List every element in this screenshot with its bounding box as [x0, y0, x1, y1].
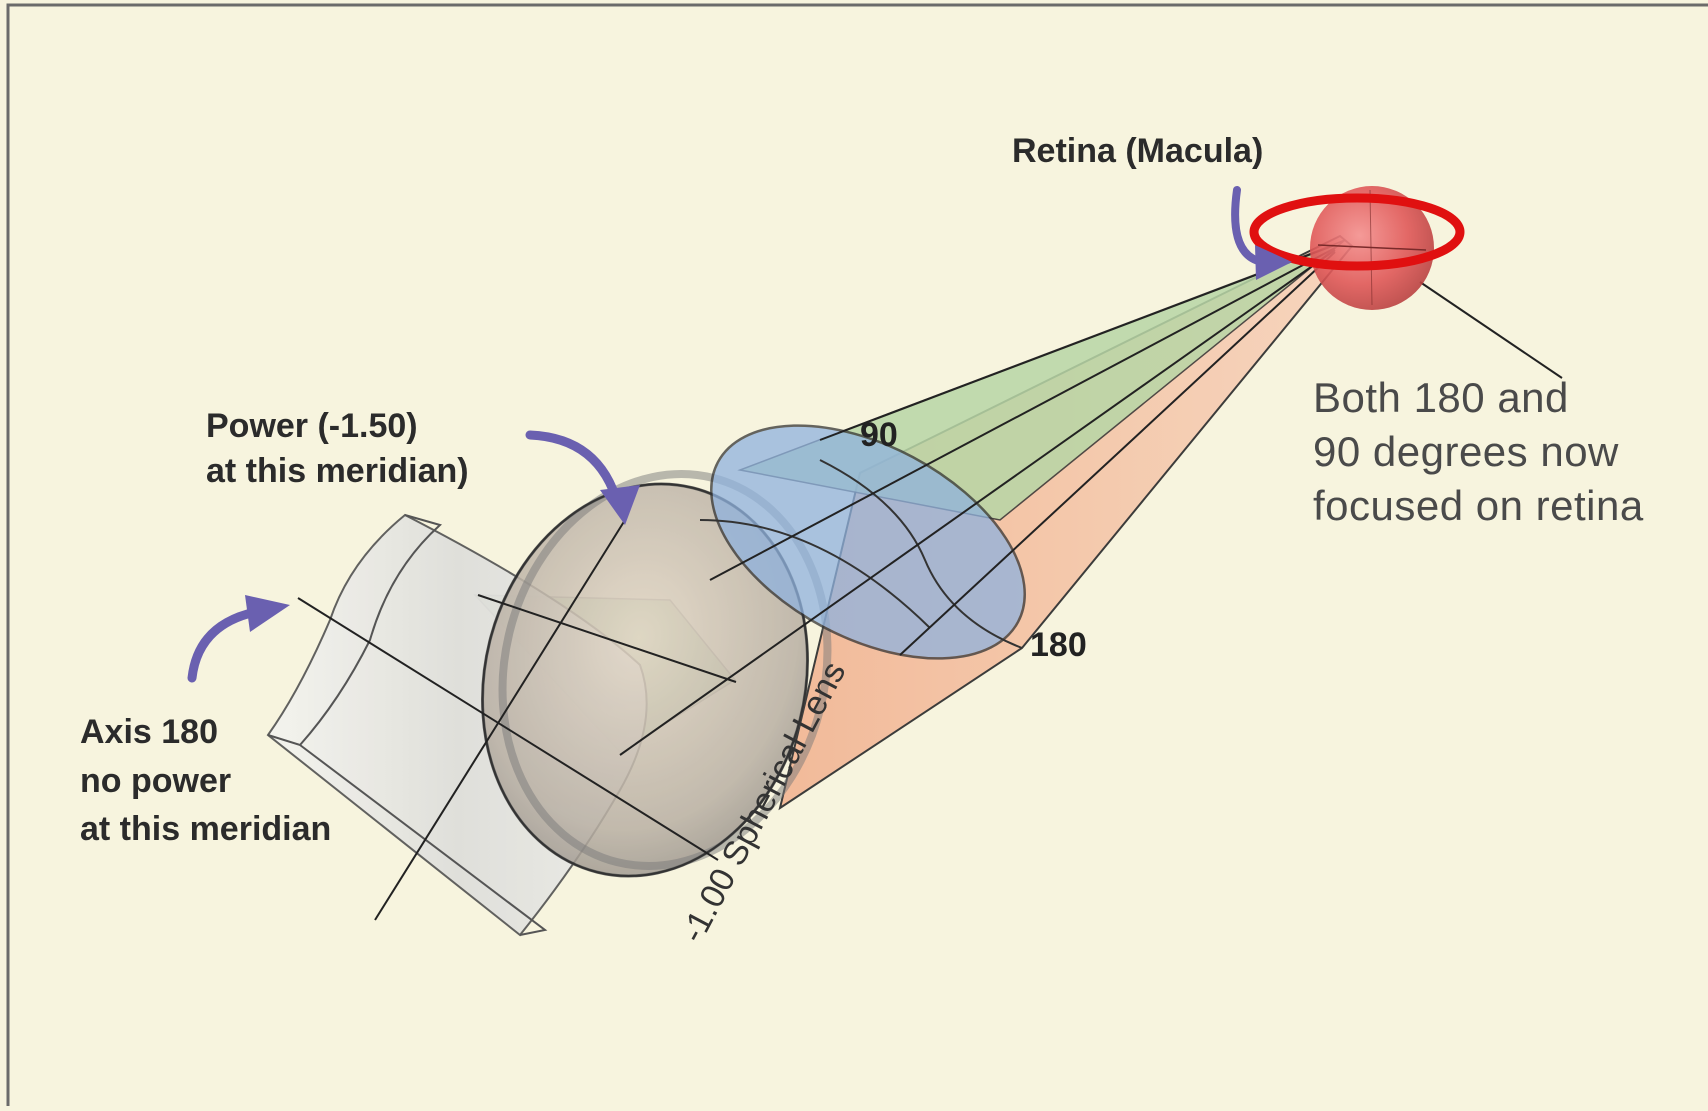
- pointer-arrow-retina-icon: [1231, 186, 1292, 280]
- meridian-lines: [297, 244, 1563, 921]
- toric-lens-blue: [699, 424, 1026, 660]
- spherical-lens: [481, 470, 832, 878]
- highlight-ellipse: [1249, 193, 1465, 271]
- power-label-line2: at this meridian): [206, 452, 469, 490]
- focus-note-line3: focused on retina: [1313, 482, 1644, 529]
- axis-label-line3: at this meridian: [80, 810, 331, 848]
- axis-label-line1: Axis 180: [80, 713, 218, 751]
- axis-label-line2: no power: [80, 762, 231, 800]
- meridian-90-label: 90: [860, 416, 898, 454]
- meridian-180-label: 180: [1030, 626, 1087, 664]
- pointer-arrow-power-icon: [525, 430, 640, 525]
- focus-note-line2: 90 degrees now: [1313, 428, 1619, 475]
- power-label-line1: Power (-1.50): [206, 407, 418, 445]
- focus-note-line1: Both 180 and: [1313, 374, 1569, 421]
- retina-label: Retina (Macula): [1012, 132, 1263, 170]
- figure-frame: [6, 3, 1708, 1111]
- retina-macula: [1310, 186, 1434, 310]
- pointer-arrow-axis-icon: [187, 595, 290, 683]
